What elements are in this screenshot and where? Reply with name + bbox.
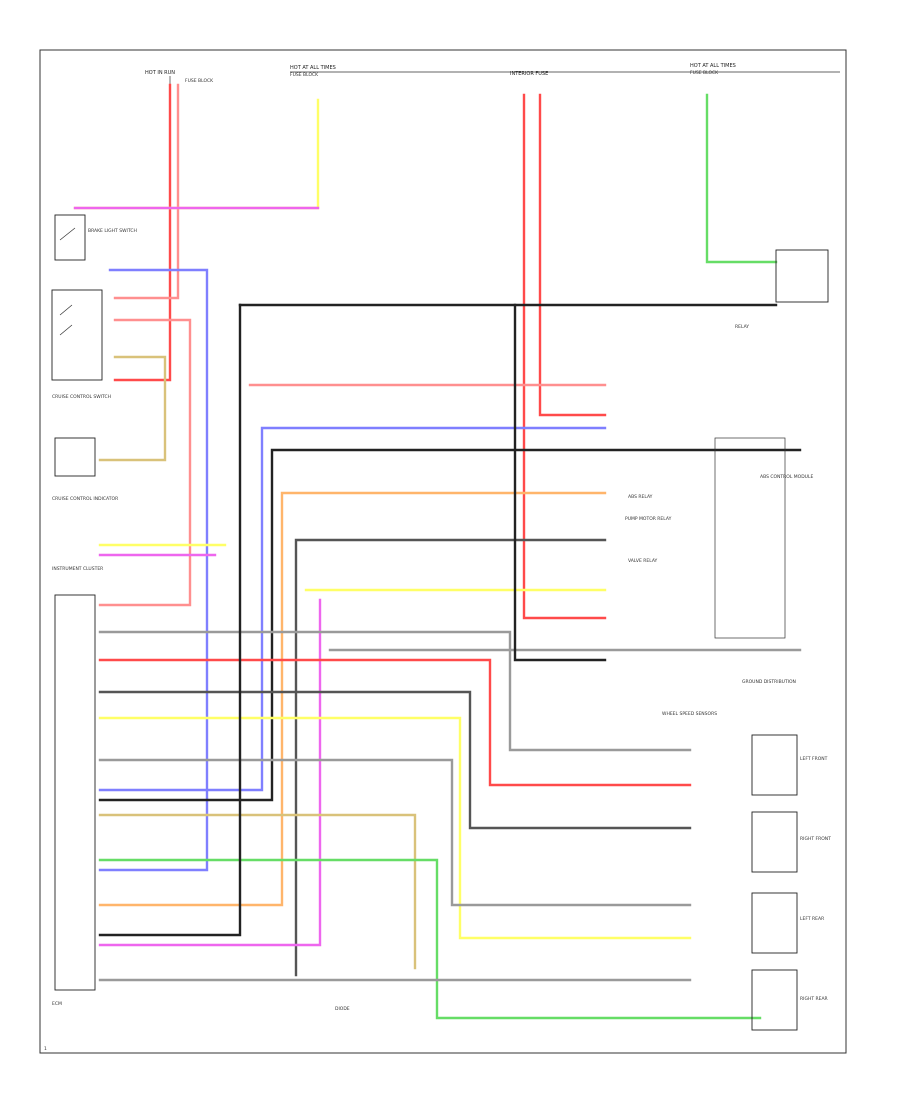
power-source-3: INTERIOR FUSE [510,71,548,77]
power-source-4-label: HOT AT ALL TIMES [690,63,736,69]
wire-yellow-2 [73,98,320,210]
wire-dark-15 [294,538,607,977]
wire-blue-12 [98,426,607,792]
wire-pink-9 [98,318,192,607]
wire-dark-21 [98,690,692,830]
wheel-sensors-label: WHEEL SPEED SENSORS [662,711,717,717]
wire-red-5 [538,93,607,417]
power-source-1-sub: FUSE BLOCK [185,78,214,84]
wire-green-6 [705,93,778,264]
wire-green-25 [98,858,762,1020]
wire-red-20 [98,658,692,787]
wire-tan-24 [98,813,417,970]
abs-relay-label: ABS RELAY [628,494,653,500]
abs-module-label: ABS CONTROL MODULE [760,474,813,480]
wire-red-0 [113,83,172,382]
sensor-right-front [751,811,798,873]
svg-text:LEFT REAR: LEFT REAR [800,916,824,922]
sensor-right-rear [751,969,798,1031]
sensor-left-front [751,734,798,796]
cruise-switch-label: CRUISE CONTROL SWITCH [52,394,111,400]
wire-red-4 [522,93,607,620]
power-source-2-label: HOT AT ALL TIMES [290,65,336,71]
wire-violet-17 [98,598,322,947]
instrument-cluster: INSTRUMENT CLUSTER [52,566,103,572]
wire-gray-23 [98,758,692,907]
power-source-1-label: HOT IN RUN [145,70,175,76]
wire-pink-1 [113,83,180,300]
ground-dist-label: GROUND DISTRIBUTION [742,679,796,685]
wire-orange-14 [98,491,607,907]
ecm-module: ECM [52,594,96,1007]
cruise-switch: CRUISE CONTROL SWITCH [51,289,111,400]
abs-module: ABS CONTROL MODULE ABS RELAY PUMP MOTOR … [625,437,813,685]
power-source-3-label: INTERIOR FUSE [510,71,548,77]
wire-yellow-22 [98,716,692,940]
pump-relay-label: PUMP MOTOR RELAY [625,516,672,522]
instrument-cluster-label: INSTRUMENT CLUSTER [52,566,103,572]
cruise-indicator-label: CRUISE CONTROL INDICATOR [52,496,118,502]
wheel-speed-sensors: WHEEL SPEED SENSORS LEFT FRONT RIGHT FRO… [662,711,831,1031]
svg-text:RIGHT REAR: RIGHT REAR [800,996,828,1002]
diode-label: DIODE [335,1006,350,1012]
diagram-border [39,49,847,1054]
power-source-2-sub: FUSE BLOCK [290,72,319,78]
power-source-4-sub: FUSE BLOCK [690,70,719,76]
wire-black-27 [98,303,242,937]
wire-tan-10 [98,355,167,462]
wire-black-30 [513,303,607,662]
wire-group [73,83,802,1020]
diode: DIODE [335,1006,350,1012]
brake-switch: BRAKE LIGHT SWITCH [54,214,137,261]
brake-switch-label: BRAKE LIGHT SWITCH [88,228,137,234]
ecm-label: ECM [52,1001,62,1007]
sensor-left-rear [751,892,798,954]
wire-gray-19 [98,630,692,752]
power-source-1: HOT IN RUN FUSE BLOCK [145,70,214,110]
svg-text:RIGHT FRONT: RIGHT FRONT [800,836,831,842]
wire-blue-8 [98,268,209,872]
relay-top-label: RELAY [735,324,749,330]
wire-black-13 [98,448,802,802]
cruise-indicator: CRUISE CONTROL INDICATOR [52,437,118,502]
power-source-4: HOT AT ALL TIMES FUSE BLOCK [690,63,736,76]
page-ref: 1 [44,1046,47,1052]
svg-text:LEFT FRONT: LEFT FRONT [800,756,828,762]
power-source-2: HOT AT ALL TIMES FUSE BLOCK [290,65,840,78]
relay-top: RELAY [735,249,829,330]
valve-relay-label: VALVE RELAY [628,558,658,564]
